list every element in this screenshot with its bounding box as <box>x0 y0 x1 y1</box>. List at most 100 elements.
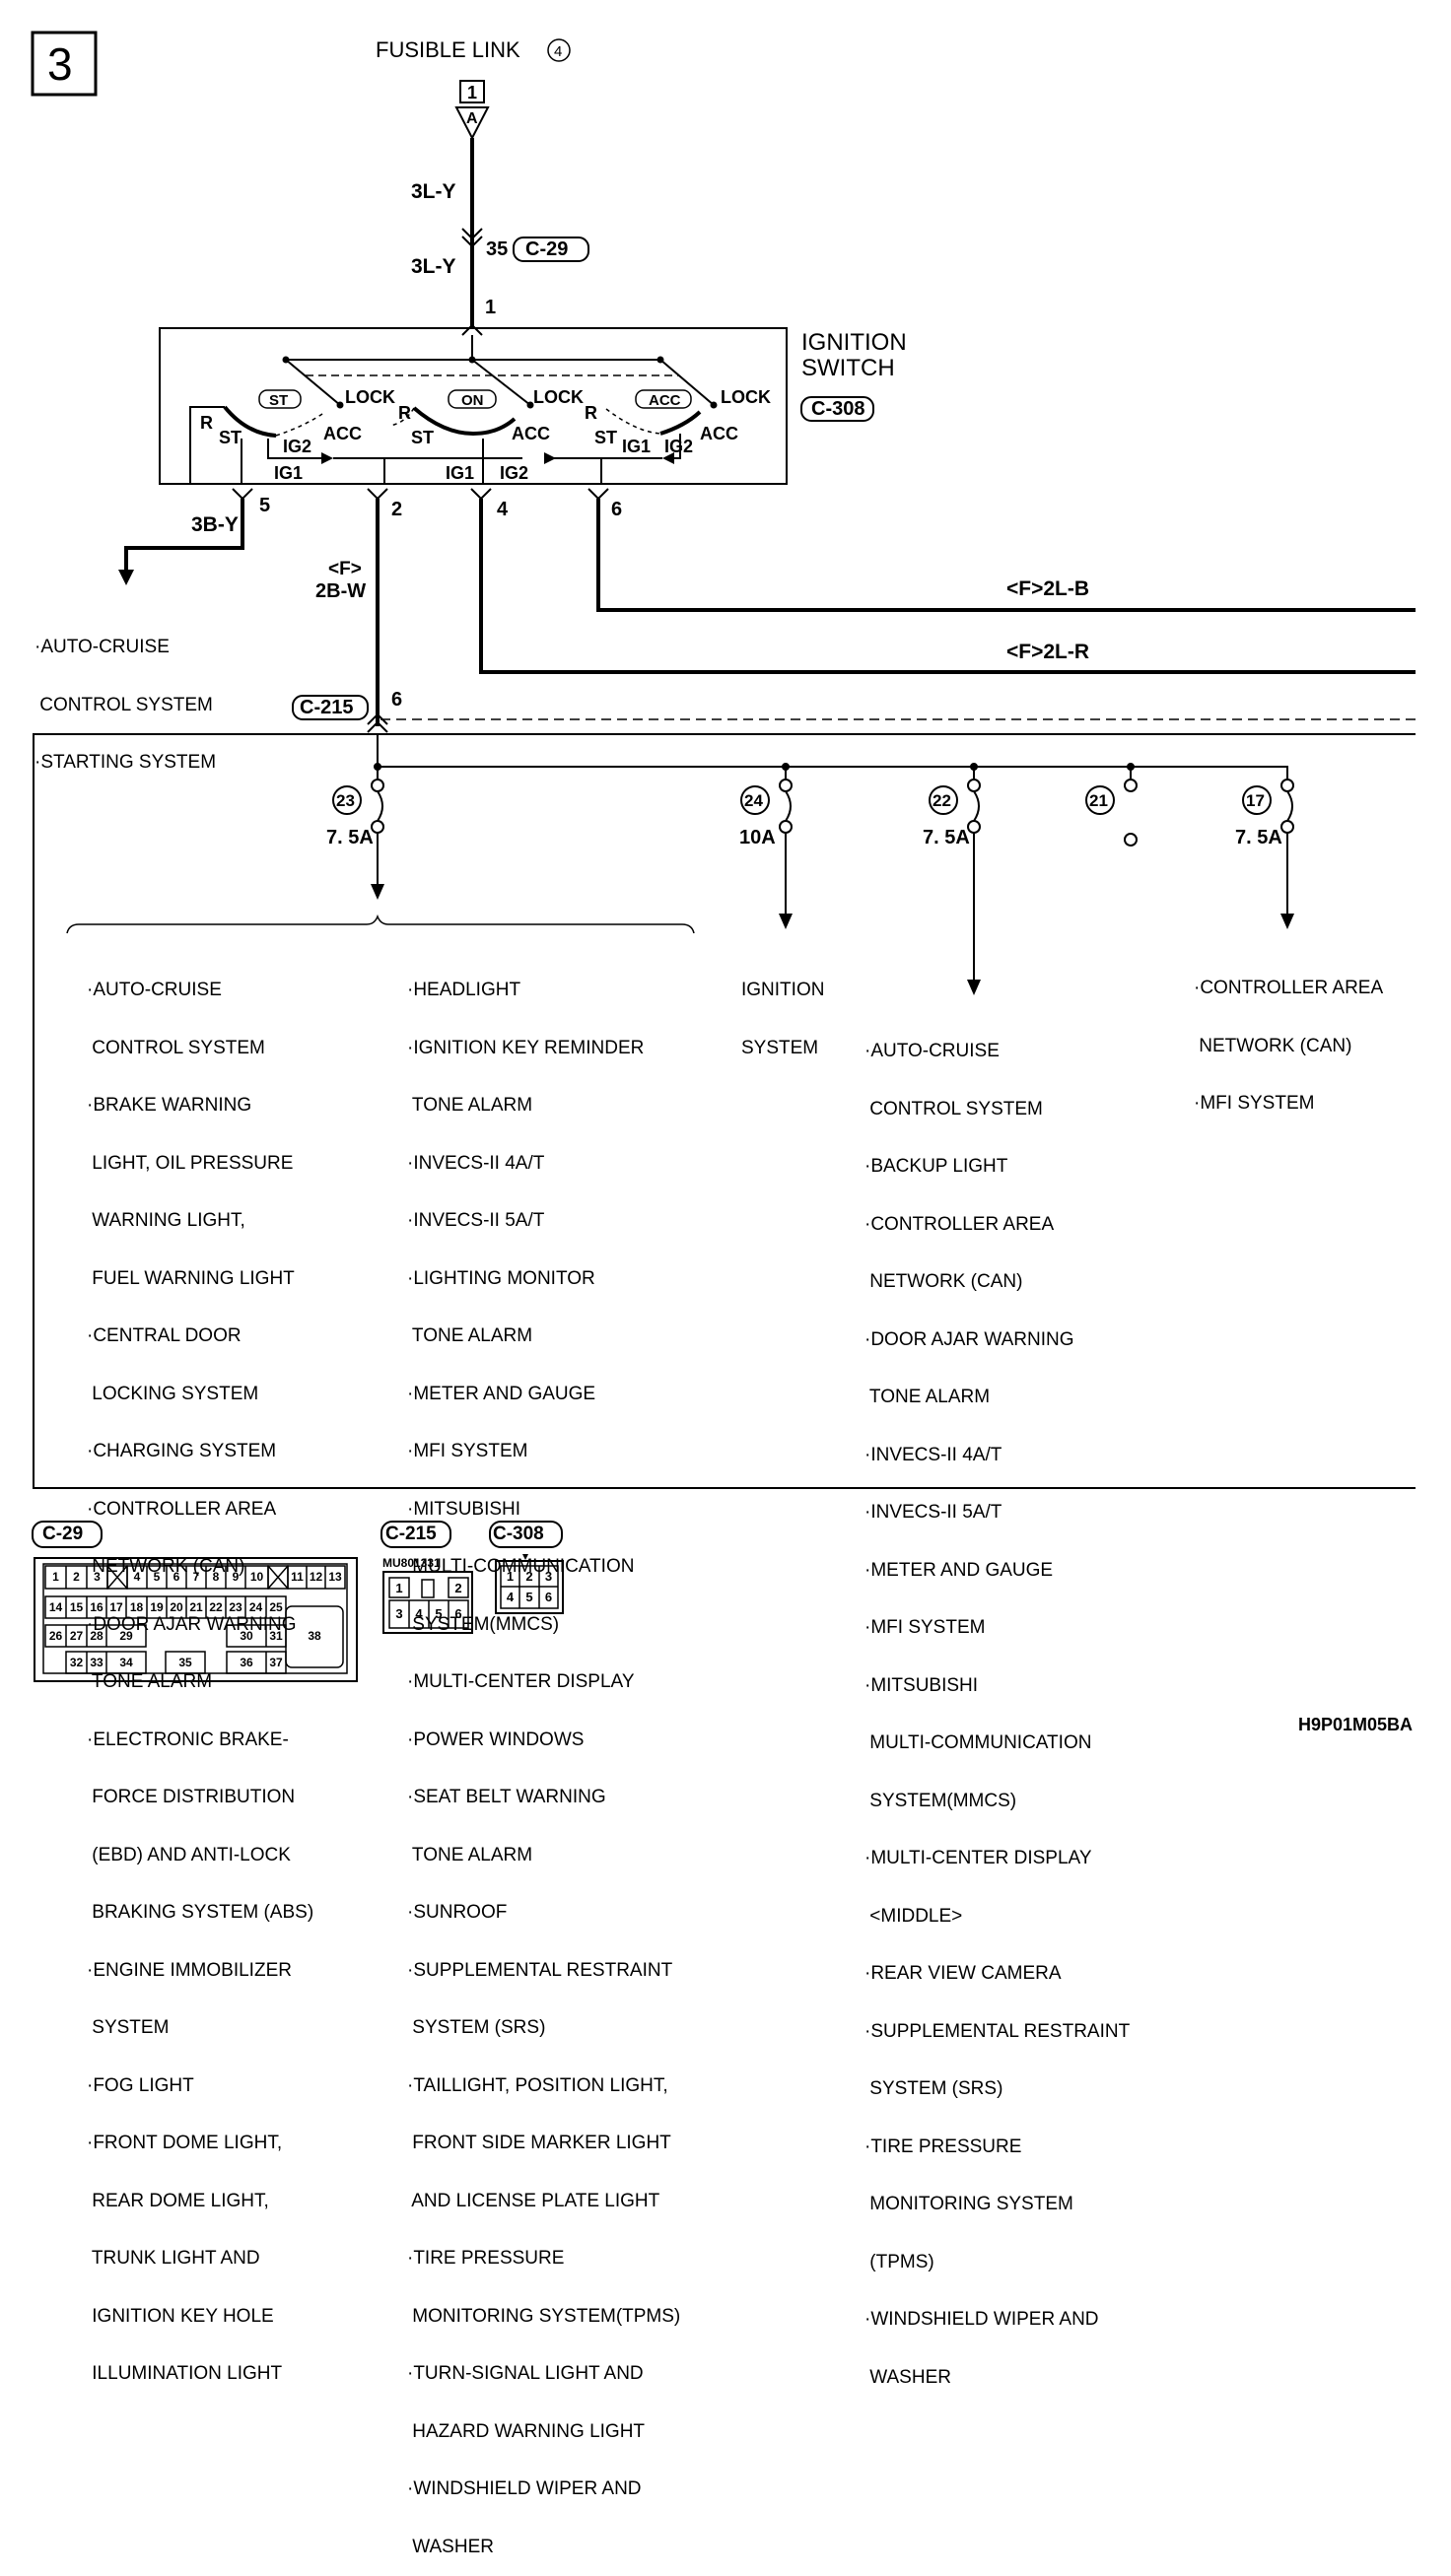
fusible-link-connector-letter: A <box>466 110 478 127</box>
c29-pin: 27 <box>69 1629 84 1643</box>
fuse-21-number: 21 <box>1089 791 1108 810</box>
list-item: <MIDDLE> <box>864 1905 963 1927</box>
c29-view-label: C-29 <box>42 1524 84 1544</box>
c29-pin: 23 <box>229 1600 242 1614</box>
c215-part-number: MU801331 <box>382 1556 441 1570</box>
list-item: MONITORING SYSTEM(TPMS) <box>407 2305 681 2327</box>
c215-pin: 6 <box>454 1606 462 1621</box>
list-item: ·CONTROLLER AREA <box>864 1213 1055 1235</box>
list-item: ·BRAKE WARNING <box>87 1095 252 1116</box>
c29-pin: 6 <box>173 1570 180 1584</box>
list-item: ·TURN-SIGNAL LIGHT AND <box>407 2363 644 2384</box>
list-item: ·INVECS-II 5A/T <box>407 1210 545 1231</box>
pin-35-label: 35 <box>486 238 509 260</box>
list-item: MONITORING SYSTEM <box>864 2194 1073 2214</box>
list-item: SYSTEM (SRS) <box>407 2017 546 2038</box>
list-item: SYSTEM(MMCS) <box>864 1790 1017 1811</box>
list-item: ·CHARGING SYSTEM <box>87 1441 277 1461</box>
list-item: REAR DOME LIGHT, <box>87 2190 269 2211</box>
list-item: ·WINDSHIELD WIPER AND <box>864 2309 1099 2330</box>
c29-pin: 17 <box>109 1600 123 1614</box>
list-item: WASHER <box>864 2366 951 2388</box>
figure-code: H9P01M05BA <box>1298 1715 1414 1734</box>
list-item: ·MFI SYSTEM <box>1194 1093 1315 1114</box>
list-item: ·TIRE PRESSURE <box>864 2135 1022 2157</box>
c29-pin: 26 <box>48 1629 63 1643</box>
switch-ig1-terminal-3: IG1 <box>622 437 652 456</box>
fuse-23-number: 23 <box>336 791 355 810</box>
c29-pin: 19 <box>150 1600 164 1614</box>
list-item: ·CONTROLLER AREA <box>1194 978 1384 998</box>
c29-pin: 5 <box>153 1570 161 1584</box>
c29-pin: 12 <box>309 1570 323 1584</box>
list-item: TONE ALARM <box>407 1095 533 1116</box>
list-item: WARNING LIGHT, <box>87 1210 245 1231</box>
c29-pin: 16 <box>90 1600 104 1614</box>
fuse-24-list: IGNITION SYSTEM <box>741 942 824 1077</box>
fusible-link-terminal: 1 <box>467 83 478 102</box>
c29-pin: 15 <box>69 1600 84 1614</box>
c308-pin: 2 <box>525 1569 533 1584</box>
switch-ig2-terminal-2: IG2 <box>500 463 529 483</box>
c29-pin: 32 <box>69 1656 84 1669</box>
pin-5-label: 5 <box>259 495 271 516</box>
list-item: ·MFI SYSTEM <box>407 1441 528 1461</box>
c29-pin: 9 <box>232 1570 240 1584</box>
pin-2-label: 2 <box>391 499 403 520</box>
ignition-switch-title-line1: IGNITION <box>801 329 907 356</box>
fusible-link-label: FUSIBLE LINK <box>376 37 520 62</box>
c29-pin: 3 <box>94 1570 101 1584</box>
list-item: TONE ALARM <box>864 1387 991 1407</box>
list-item: ·REAR VIEW CAMERA <box>864 1963 1062 1984</box>
switch-st-terminal-3: ST <box>594 428 618 447</box>
list-item: ·MITSUBISHI <box>864 1674 979 1696</box>
list-item: ·METER AND GAUGE <box>407 1383 596 1404</box>
c29-pin: 11 <box>291 1570 304 1584</box>
c215-pin: 4 <box>415 1606 423 1621</box>
switch-acc-terminal-3: ACC <box>700 424 738 443</box>
c29-pin: 21 <box>189 1600 203 1614</box>
c29-pin: 7 <box>192 1570 200 1584</box>
c215-pin: 2 <box>454 1581 462 1595</box>
list-item: WASHER <box>407 2536 494 2557</box>
pin-6-label: 6 <box>611 499 623 520</box>
c29-pin: 36 <box>240 1656 253 1669</box>
wire-label-3ly-bottom: 3L-Y <box>411 255 456 278</box>
c29-pin: 34 <box>119 1656 133 1669</box>
fuse-24-number: 24 <box>744 791 763 810</box>
c29-pin: 30 <box>240 1629 253 1643</box>
list-item: ·INVECS-II 5A/T <box>864 1502 1002 1523</box>
list-item: ·HEADLIGHT <box>407 980 521 1000</box>
list-item: ILLUMINATION LIGHT <box>87 2363 283 2384</box>
c29-pin: 38 <box>308 1629 321 1643</box>
list-item: SYSTEM <box>87 2017 170 2038</box>
c308-pin: 4 <box>506 1590 515 1604</box>
list-item: ·IGNITION KEY REMINDER <box>407 1037 645 1058</box>
switch-acc-terminal-1: ACC <box>323 424 362 443</box>
list-item: (EBD) AND ANTI-LOCK <box>87 1844 291 1865</box>
list-item: FRONT SIDE MARKER LIGHT <box>407 2133 671 2153</box>
switch-on-label: ON <box>461 392 484 409</box>
fuse-23-list-right: ·HEADLIGHT ·IGNITION KEY REMINDER TONE A… <box>407 942 680 2576</box>
c29-pin: 18 <box>129 1600 144 1614</box>
switch-lock-label-3: LOCK <box>721 387 771 407</box>
list-item: TONE ALARM <box>87 1671 213 1692</box>
switch-ig2-terminal-1: IG2 <box>283 437 312 456</box>
wiring-diagram <box>31 31 1416 1489</box>
list-item: ·DOOR AJAR WARNING <box>864 1328 1074 1350</box>
list-item: CONTROL SYSTEM <box>87 1037 265 1058</box>
wire-label-f: <F> <box>328 559 362 579</box>
fuse-17-rating: 7. 5A <box>1235 827 1282 848</box>
list-item: IGNITION KEY HOLE <box>87 2305 274 2327</box>
switch-r-label-2: R <box>398 403 411 423</box>
c215-pin: 3 <box>395 1606 403 1621</box>
c308-pin: 5 <box>525 1590 533 1604</box>
list-item: ·STARTING SYSTEM <box>35 752 217 773</box>
c29-pin: 35 <box>178 1656 192 1669</box>
fuse-24-rating: 10A <box>739 827 776 848</box>
connector-c308-label: C-308 <box>811 398 865 420</box>
fusible-link-number: 4 <box>554 43 563 60</box>
fuse-17-list: ·CONTROLLER AREA NETWORK (CAN) ·MFI SYST… <box>1194 940 1383 1132</box>
c29-pin: 24 <box>248 1600 263 1614</box>
wire-label-2lr: <F>2L-R <box>1006 641 1090 663</box>
